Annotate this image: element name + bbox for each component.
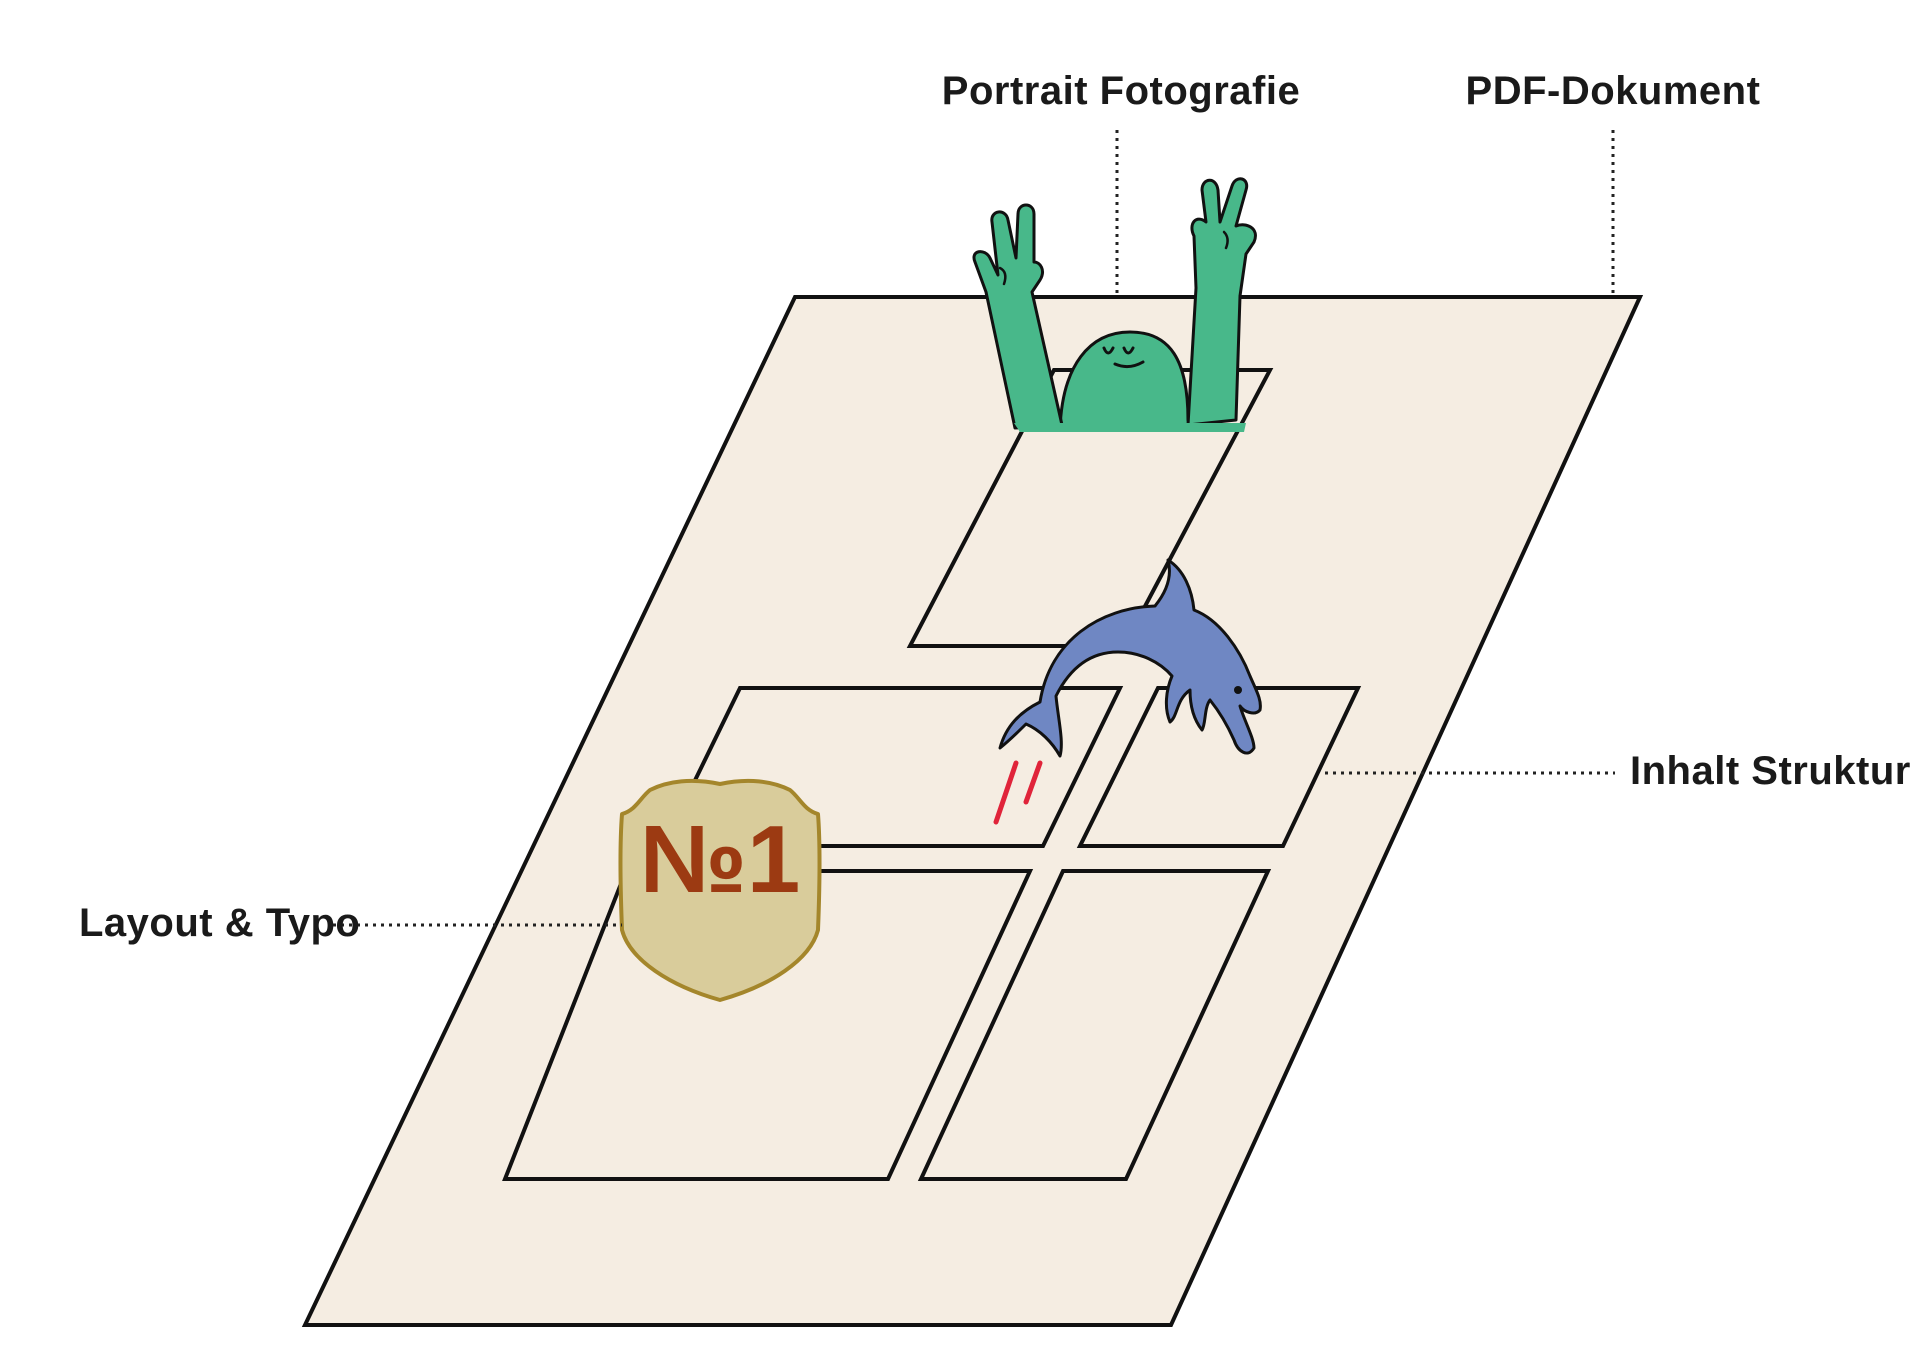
shield-badge-icon: №1 <box>618 778 822 1002</box>
dolphin-icon <box>998 558 1262 758</box>
badge-number: №1 <box>640 806 800 913</box>
pdf-page <box>301 295 1644 1327</box>
label-content: Inhalt Struktur <box>1630 749 1911 793</box>
content-box-bottom-right <box>917 869 1272 1181</box>
content-box-top-right <box>1076 686 1362 848</box>
peace-sign-figure-icon <box>972 177 1257 432</box>
label-portrait: Portrait Fotografie <box>942 69 1300 113</box>
content-box-bottom-left <box>502 869 1034 1181</box>
label-layout: Layout & Typo <box>79 901 360 945</box>
splash-marks-icon <box>993 760 1043 825</box>
label-pdf: PDF-Dokument <box>1466 69 1761 113</box>
